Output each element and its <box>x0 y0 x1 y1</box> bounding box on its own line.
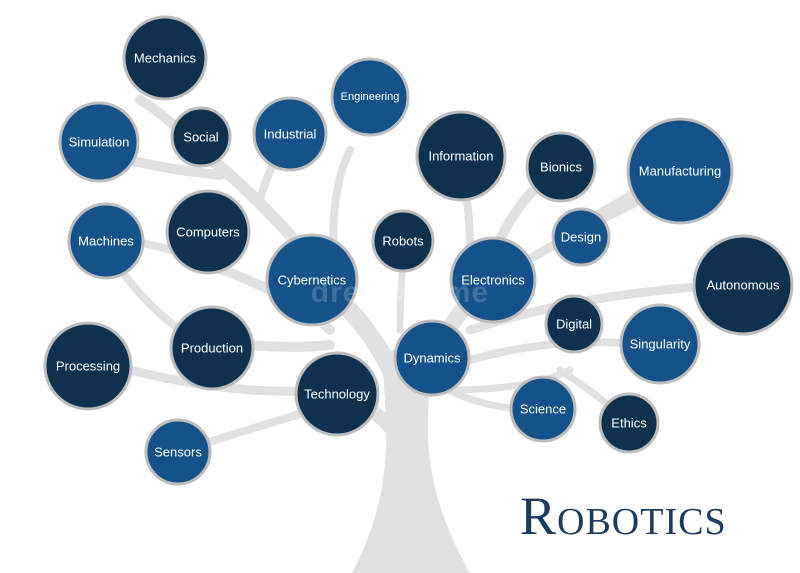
tree-trunk <box>352 350 470 573</box>
node-label-processing: Processing <box>56 359 120 374</box>
node-label-singularity: Singularity <box>630 337 691 352</box>
node-circle-processing <box>43 321 133 411</box>
node-industrial: Industrial <box>252 96 328 172</box>
node-label-technology: Technology <box>304 387 370 402</box>
node-label-information: Information <box>428 149 493 164</box>
node-label-ethics: Ethics <box>611 416 647 431</box>
node-science: Science <box>509 375 577 443</box>
node-label-machines: Machines <box>78 234 134 249</box>
node-circle-industrial <box>252 96 328 172</box>
node-label-manufacturing: Manufacturing <box>639 164 721 179</box>
node-digital: Digital <box>544 294 604 354</box>
node-manufacturing: Manufacturing <box>626 117 734 225</box>
node-circle-computers <box>165 189 251 275</box>
node-circle-mechanics <box>122 15 208 101</box>
diagram-title: Robotics <box>520 486 727 546</box>
node-circle-manufacturing <box>626 117 734 225</box>
node-processing: Processing <box>43 321 133 411</box>
node-circle-cybernetics <box>265 233 359 327</box>
node-circle-machines <box>67 202 145 280</box>
node-simulation: Simulation <box>58 101 140 183</box>
node-ethics: Ethics <box>598 392 660 454</box>
node-circle-social <box>170 106 232 168</box>
node-circle-singularity <box>619 303 701 385</box>
node-cybernetics: Cybernetics <box>265 233 359 327</box>
node-design: Design <box>551 207 611 267</box>
node-label-bionics: Bionics <box>540 160 582 175</box>
node-computers: Computers <box>165 189 251 275</box>
node-robots: Robots <box>371 209 435 273</box>
node-label-computers: Computers <box>176 225 240 240</box>
node-circle-robots <box>371 209 435 273</box>
node-circle-digital <box>544 294 604 354</box>
node-label-cybernetics: Cybernetics <box>278 273 347 288</box>
node-machines: Machines <box>67 202 145 280</box>
node-circle-information <box>415 110 507 202</box>
node-label-science: Science <box>520 402 566 417</box>
node-label-electronics: Electronics <box>461 273 525 288</box>
node-information: Information <box>415 110 507 202</box>
node-singularity: Singularity <box>619 303 701 385</box>
node-autonomous: Autonomous <box>692 234 794 336</box>
node-label-dynamics: Dynamics <box>403 351 461 366</box>
node-label-sensors: Sensors <box>154 445 202 460</box>
node-electronics: Electronics <box>449 236 537 324</box>
node-circle-technology <box>294 351 380 437</box>
node-social: Social <box>170 106 232 168</box>
node-label-digital: Digital <box>556 317 592 332</box>
node-label-simulation: Simulation <box>69 135 130 150</box>
node-circle-ethics <box>598 392 660 454</box>
node-label-engineering: Engineering <box>341 91 400 103</box>
node-label-mechanics: Mechanics <box>134 51 197 66</box>
node-bionics: Bionics <box>525 131 597 203</box>
node-circle-engineering <box>330 57 410 137</box>
node-circle-autonomous <box>692 234 794 336</box>
node-circle-sensors <box>144 418 212 486</box>
node-production: Production <box>169 305 255 391</box>
node-circle-electronics <box>449 236 537 324</box>
node-sensors: Sensors <box>144 418 212 486</box>
node-label-robots: Robots <box>382 234 424 249</box>
node-label-social: Social <box>183 130 219 145</box>
node-engineering: Engineering <box>330 57 410 137</box>
node-technology: Technology <box>294 351 380 437</box>
node-mechanics: Mechanics <box>122 15 208 101</box>
node-label-design: Design <box>561 230 601 245</box>
node-dynamics: Dynamics <box>393 319 471 397</box>
node-circle-science <box>509 375 577 443</box>
node-circle-simulation <box>58 101 140 183</box>
node-circle-design <box>551 207 611 267</box>
node-label-production: Production <box>181 341 243 356</box>
node-circle-dynamics <box>393 319 471 397</box>
node-circle-production <box>169 305 255 391</box>
node-label-industrial: Industrial <box>264 127 317 142</box>
node-circle-bionics <box>525 131 597 203</box>
node-label-autonomous: Autonomous <box>707 278 780 293</box>
